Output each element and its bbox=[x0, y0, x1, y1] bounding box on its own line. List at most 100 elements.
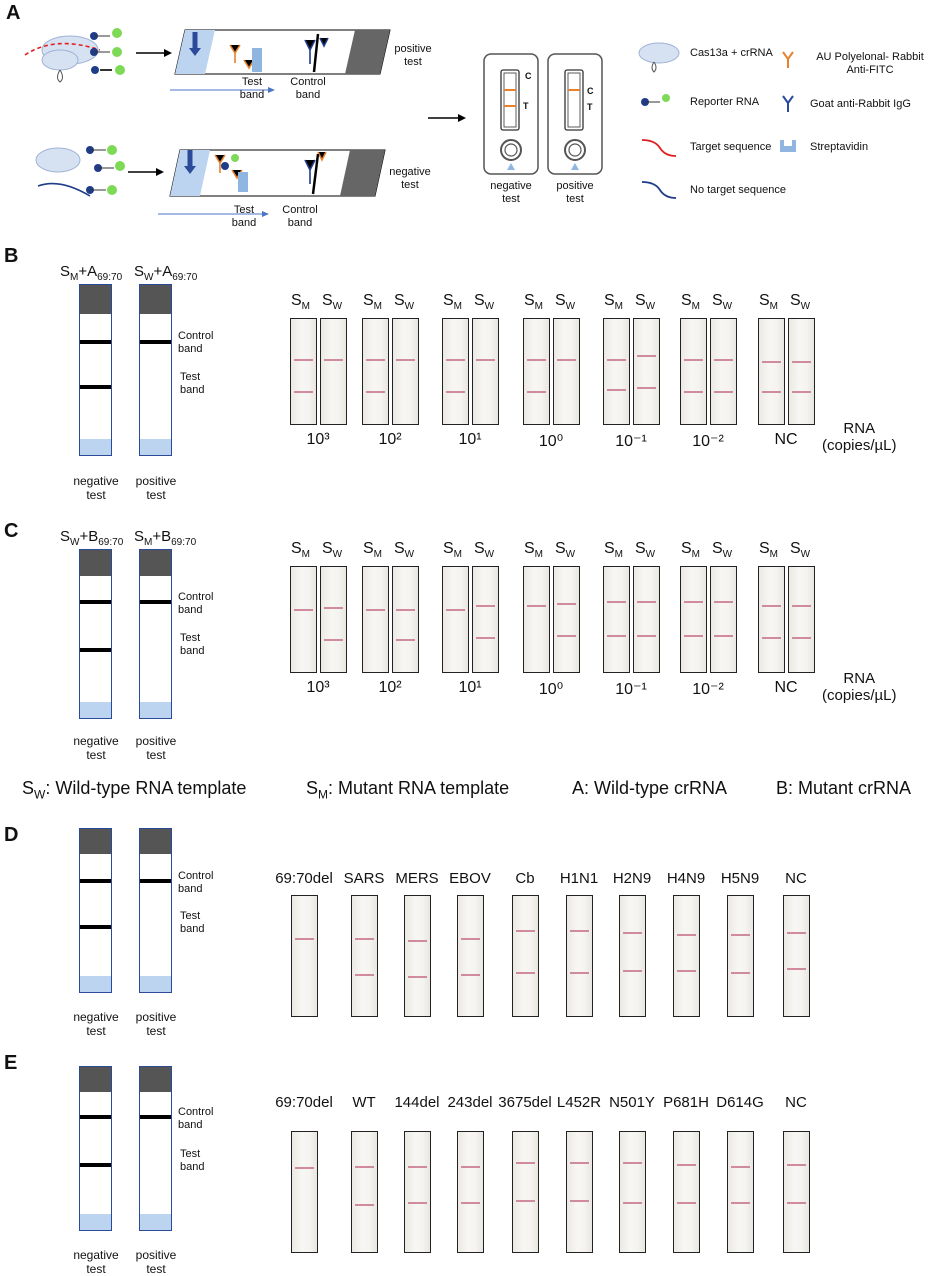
strip-photo-line bbox=[787, 1202, 806, 1204]
strip-photo-line bbox=[570, 1162, 589, 1164]
strip-photo-line bbox=[731, 972, 750, 974]
panel-d-label: D bbox=[4, 824, 19, 846]
strip-photo-line bbox=[461, 1202, 480, 1204]
legend-anti-fitc-icon bbox=[782, 51, 794, 68]
strip-photo bbox=[472, 566, 499, 673]
strip-photo-line bbox=[570, 972, 589, 974]
strip-photo bbox=[619, 895, 646, 1017]
strip-photo bbox=[673, 895, 700, 1017]
positive-test-label: positive test bbox=[394, 43, 432, 68]
cassette-positive-caption: positive test bbox=[556, 180, 594, 205]
strip-photo-line bbox=[731, 1202, 750, 1204]
strip-photo-line bbox=[396, 609, 415, 611]
sample-label: SARS bbox=[343, 870, 385, 887]
strip-photo bbox=[680, 318, 707, 425]
strip-photo-line bbox=[396, 359, 415, 361]
b-test-band-label: Test band bbox=[180, 371, 205, 396]
c-strip-negative bbox=[79, 549, 112, 719]
strip-photo-line bbox=[623, 932, 642, 934]
strip-photo-line bbox=[623, 970, 642, 972]
strip-photo bbox=[512, 895, 539, 1017]
strip-photo bbox=[457, 895, 484, 1017]
strip-photo-line bbox=[516, 1162, 535, 1164]
pair-label-sw: SW bbox=[474, 292, 495, 313]
pair-label-sm: SM bbox=[604, 292, 624, 313]
strip-photo-line bbox=[366, 609, 385, 611]
strip-photo-line bbox=[792, 637, 811, 639]
strip-photo bbox=[362, 318, 389, 425]
strip-photo bbox=[290, 566, 317, 673]
sample-label: EBOV bbox=[449, 870, 491, 887]
d-test-band-label: Test band bbox=[180, 910, 205, 935]
pair-label-sm: SM bbox=[291, 292, 311, 313]
pair-label-sw: SW bbox=[322, 540, 343, 561]
pair-label-sw: SW bbox=[712, 540, 733, 561]
sample-label: 69:70del bbox=[275, 1094, 333, 1111]
concentration-label: 10⁻¹ bbox=[615, 681, 647, 698]
strip-photo bbox=[783, 1131, 810, 1253]
strip-photo bbox=[523, 566, 550, 673]
sample-label: N501Y bbox=[609, 1094, 655, 1111]
strip-photo bbox=[512, 1131, 539, 1253]
b-col1-header: SM+A69:70 bbox=[60, 263, 123, 283]
strip-photo-line bbox=[476, 637, 495, 639]
strip-photo-line bbox=[446, 609, 465, 611]
strip-photo-line bbox=[762, 637, 781, 639]
strip-photo-line bbox=[731, 1166, 750, 1168]
reporter-rna-icon bbox=[90, 28, 125, 75]
pair-label-sm: SM bbox=[363, 540, 383, 561]
key-sw-text: Wild-type RNA template bbox=[55, 778, 247, 798]
strip-photo bbox=[788, 318, 815, 425]
strip-photo-line bbox=[396, 639, 415, 641]
strip-photo-line bbox=[516, 930, 535, 932]
strip-photo-line bbox=[516, 1200, 535, 1202]
strip-photo-line bbox=[366, 391, 385, 393]
cassette-t-label: T bbox=[523, 101, 529, 111]
c-strip-positive bbox=[139, 549, 172, 719]
pair-label-sw: SW bbox=[790, 540, 811, 561]
strip-photo bbox=[362, 566, 389, 673]
strip-photo-line bbox=[516, 972, 535, 974]
strip-photo-line bbox=[714, 601, 733, 603]
legend-igg-text: Goat anti-Rabbit IgG bbox=[810, 98, 911, 110]
strip-photo bbox=[633, 318, 660, 425]
legend-streptavidin-icon bbox=[780, 140, 796, 152]
pair-label-sm: SM bbox=[363, 292, 383, 313]
concentration-label: 10⁰ bbox=[538, 681, 564, 698]
strip-photo-line bbox=[607, 359, 626, 361]
strip-photo-line bbox=[461, 974, 480, 976]
c-positive-caption: positive test bbox=[135, 734, 177, 762]
d-strip-positive bbox=[139, 828, 172, 993]
b-strip-negative bbox=[79, 284, 112, 456]
control-band-label-top: Control band bbox=[290, 76, 326, 101]
pair-label-sw: SW bbox=[712, 292, 733, 313]
pair-label-sm: SM bbox=[681, 292, 701, 313]
legend-no-target-icon bbox=[641, 181, 677, 199]
strip-photo-line bbox=[684, 359, 703, 361]
strip-photo-line bbox=[366, 359, 385, 361]
strip-photo-line bbox=[762, 361, 781, 363]
strip-photo bbox=[351, 1131, 378, 1253]
key-sw: SW: Wild-type RNA template bbox=[22, 778, 247, 802]
d-positive-caption: positive test bbox=[135, 1010, 177, 1038]
strip-photo bbox=[710, 318, 737, 425]
sample-label: 144del bbox=[394, 1094, 440, 1111]
sample-label: L452R bbox=[556, 1094, 602, 1111]
pair-label-sw: SW bbox=[790, 292, 811, 313]
strip-photo-line bbox=[684, 391, 703, 393]
strip-photo-line bbox=[637, 355, 656, 357]
concentration-label: 10⁻² bbox=[692, 681, 724, 698]
strip-photo-line bbox=[408, 1202, 427, 1204]
pair-label-sm: SM bbox=[759, 292, 779, 313]
pair-label-sw: SW bbox=[555, 292, 576, 313]
strip-photo bbox=[290, 318, 317, 425]
legend-igg-icon bbox=[782, 95, 794, 112]
b-negative-caption: negative test bbox=[73, 474, 119, 502]
pair-label-sw: SW bbox=[322, 292, 343, 313]
sample-label: H4N9 bbox=[666, 870, 706, 887]
strip-photo-line bbox=[787, 932, 806, 934]
strip-photo bbox=[320, 318, 347, 425]
legend-target-text: Target sequence bbox=[690, 141, 772, 153]
negative-test-label: negative test bbox=[389, 166, 431, 191]
strip-photo bbox=[392, 566, 419, 673]
